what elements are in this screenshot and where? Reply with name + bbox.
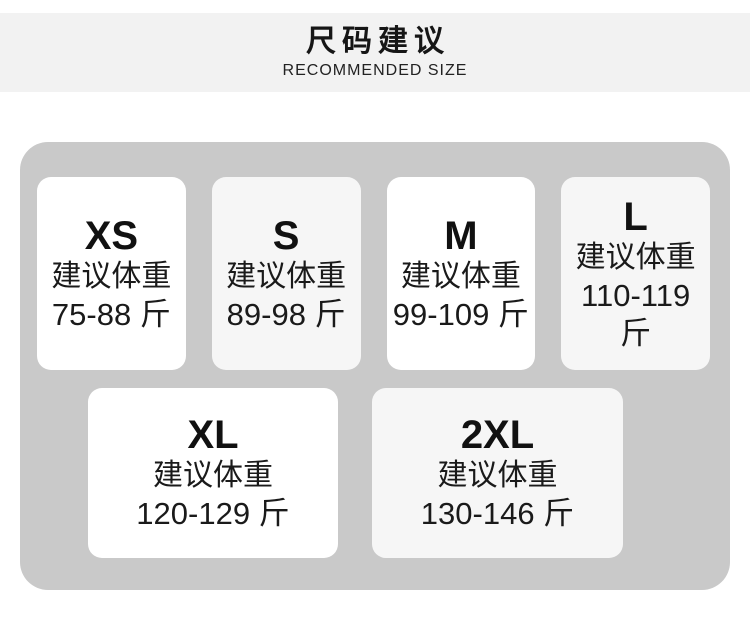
size-panel: XS 建议体重 75-88 斤 S 建议体重 89-98 斤 M 建议体重 99… — [20, 142, 730, 590]
size-label: XL — [187, 413, 239, 457]
size-card-l: L 建议体重 110-119 斤 — [561, 177, 710, 370]
size-label: M — [444, 213, 478, 258]
size-card-s: S 建议体重 89-98 斤 — [211, 177, 361, 370]
weight-label: 建议体重 — [400, 259, 521, 293]
size-label: L — [623, 194, 648, 239]
weight-label: 建议体重 — [153, 459, 273, 492]
weight-label: 建议体重 — [226, 259, 347, 293]
size-card-m: M 建议体重 99-109 斤 — [386, 177, 536, 370]
weight-range: 110-119 斤 — [581, 277, 691, 351]
weight-range: 89-98 斤 — [226, 296, 346, 332]
header-band: 尺码建议 RECOMMENDED SIZE — [0, 13, 750, 92]
size-card-xl: XL 建议体重 120-129 斤 — [88, 388, 338, 558]
size-card-2xl: 2XL 建议体重 130-146 斤 — [372, 388, 623, 558]
weight-label: 建议体重 — [575, 240, 696, 274]
size-card-xs: XS 建议体重 75-88 斤 — [37, 177, 186, 370]
weight-range: 75-88 斤 — [51, 296, 171, 332]
size-label: XS — [84, 213, 139, 258]
size-label: S — [272, 213, 300, 258]
weight-range: 130-146 斤 — [420, 496, 575, 531]
weight-label: 建议体重 — [437, 459, 558, 492]
size-row-top: XS 建议体重 75-88 斤 S 建议体重 89-98 斤 M 建议体重 99… — [37, 177, 710, 370]
weight-range: 120-129 斤 — [136, 496, 290, 531]
weight-label: 建议体重 — [51, 259, 172, 293]
size-label: 2XL — [460, 413, 535, 457]
page-title: 尺码建议 — [306, 25, 450, 58]
weight-range: 99-109 斤 — [392, 296, 529, 332]
page-subtitle: RECOMMENDED SIZE — [282, 62, 468, 79]
size-row-bottom: XL 建议体重 120-129 斤 2XL 建议体重 130-146 斤 — [88, 388, 623, 558]
